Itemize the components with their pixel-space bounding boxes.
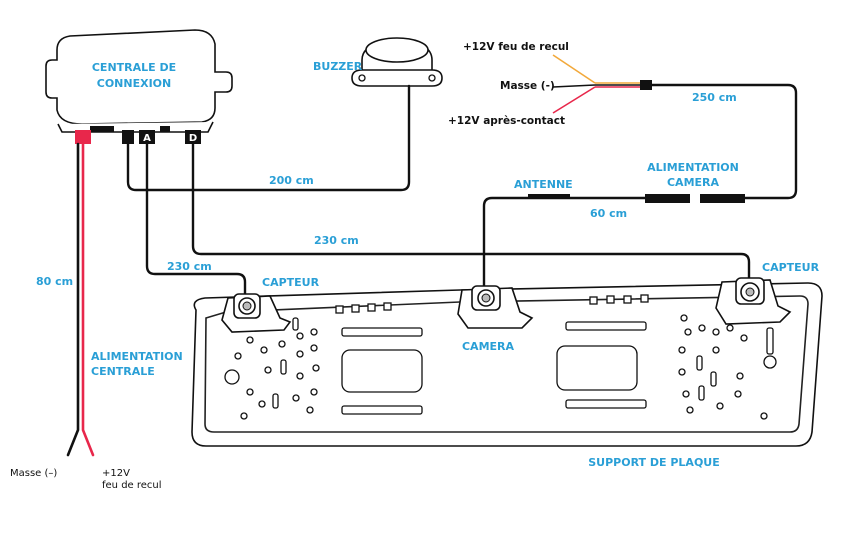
central-title-line2: CONNEXION [97, 77, 171, 90]
black-wire-in [552, 84, 596, 88]
masse-top-label: Masse (-) [500, 80, 555, 92]
port-d-label: D [189, 133, 197, 144]
buzzer-connector [122, 130, 134, 144]
red-wire-in [552, 86, 596, 114]
wire-60cm [482, 196, 647, 290]
len-60-label: 60 cm [590, 207, 627, 220]
capteur-left-label: CAPTEUR [262, 276, 320, 289]
port-a-connector [139, 130, 155, 144]
len-200-label: 200 cm [269, 174, 314, 187]
control-unit: CENTRALE DE CONNEXION [45, 29, 233, 133]
feu-recul-top-label: +12V feu de recul [463, 41, 569, 53]
power-connector [75, 130, 91, 144]
wire-200cm [126, 84, 411, 192]
plate-support [191, 282, 823, 447]
len-230-label-a: 230 cm [167, 260, 212, 273]
black-power-wire [66, 142, 80, 457]
wire-250cm [650, 83, 798, 200]
buzzer-label: BUZZER [313, 60, 363, 73]
camera-device [457, 285, 534, 329]
buzzer-device [351, 37, 443, 87]
antenna [528, 194, 570, 198]
right-sensor [715, 277, 792, 325]
port-d-connector [185, 130, 201, 144]
len-230-label-b: 230 cm [314, 234, 359, 247]
feu-recul-bottom-label: feu de recul [102, 480, 162, 491]
port-a-label: A [143, 133, 151, 144]
wire-230cm-d [191, 142, 751, 292]
support-label: SUPPORT DE PLAQUE [588, 456, 720, 469]
alim-camera-line1: ALIMENTATION [647, 161, 739, 174]
len-80-label: 80 cm [36, 275, 73, 288]
alim-centrale-line1: ALIMENTATION [91, 350, 183, 363]
alim-centrale-line2: CENTRALE [91, 365, 155, 378]
v12-bottom-label: +12V [102, 468, 130, 479]
red-power-wire [81, 142, 95, 457]
apres-contact-label: +12V après-contact [448, 115, 565, 127]
len-250-label: 250 cm [692, 91, 737, 104]
camera-power-plug-right [700, 194, 745, 203]
capteur-right-label: CAPTEUR [762, 261, 820, 274]
masse-bottom-label: Masse (–) [10, 468, 57, 479]
power-plug [640, 80, 652, 90]
antenne-label: ANTENNE [514, 178, 573, 191]
left-sensor [221, 293, 292, 333]
alim-camera-line2: CAMERA [667, 176, 720, 189]
central-title-line1: CENTRALE DE [92, 61, 176, 74]
orange-wire [552, 54, 596, 84]
wire-230cm-a [145, 142, 247, 298]
camera-power-plug-left [645, 194, 690, 203]
camera-label: CAMERA [462, 340, 515, 353]
